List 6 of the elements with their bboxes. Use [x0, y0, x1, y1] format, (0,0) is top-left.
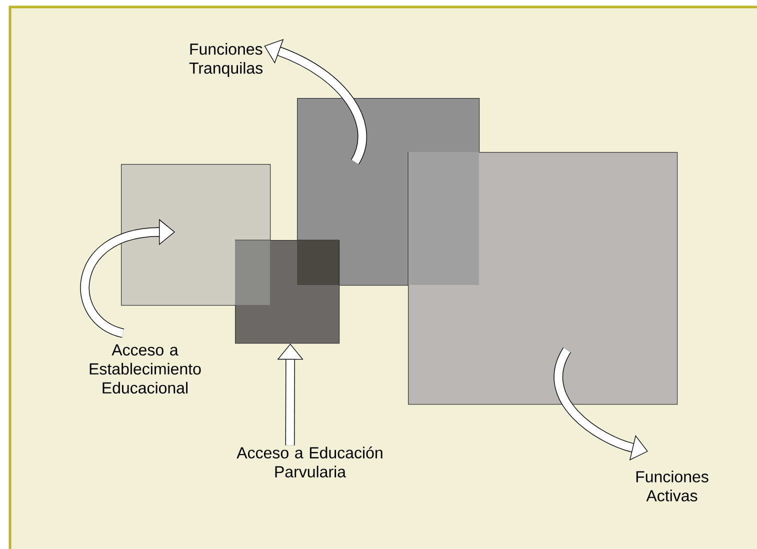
curved-arrow	[80, 218, 175, 338]
node-label: Acceso a Educación Parvularia	[236, 446, 382, 478]
curved-arrow	[554, 348, 648, 460]
node-label: Funciones Tranquilas	[189, 43, 263, 77]
node-label: Funciones Activas	[636, 470, 708, 502]
node-label: Acceso a Establecimiento Educacional	[90, 344, 201, 394]
